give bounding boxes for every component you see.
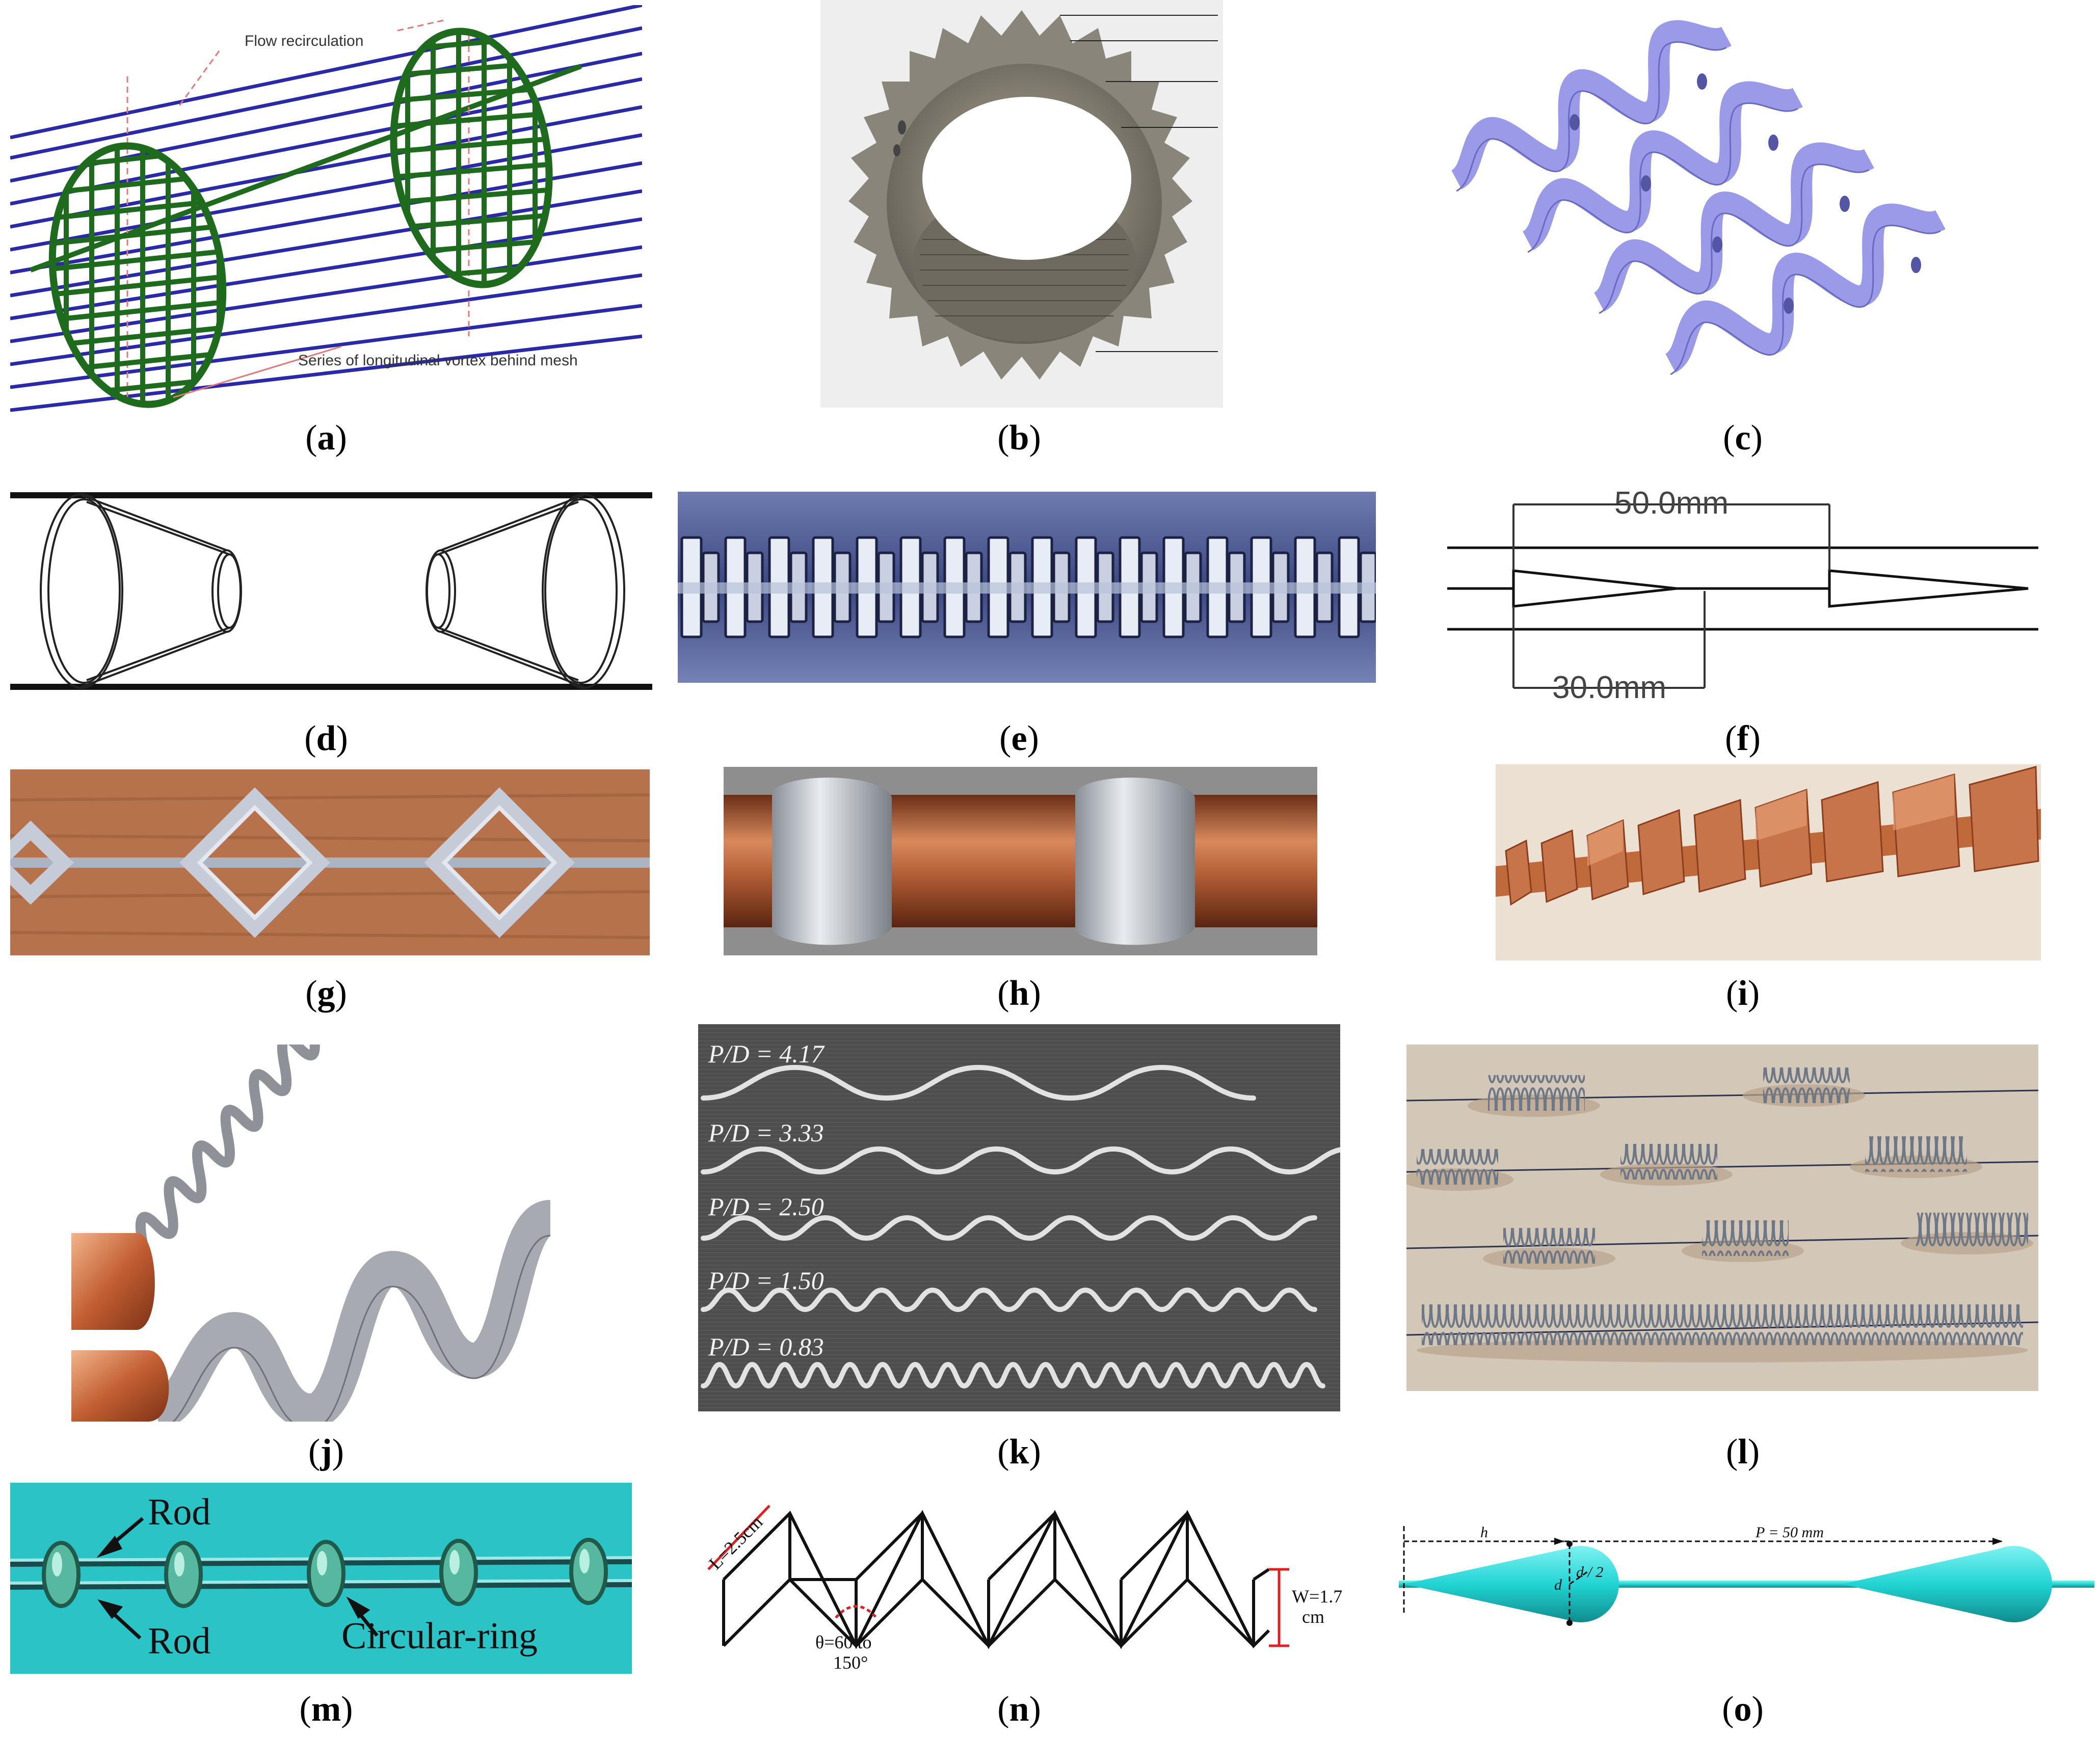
pitch-label: P = 50 mm xyxy=(1755,1524,1824,1541)
panel-c-twisted-tape-array xyxy=(1422,0,2043,408)
angle-label-line1: θ=60 to xyxy=(815,1632,872,1652)
twisted-tape-array xyxy=(1422,0,2043,403)
vortex-text: Series of longitudinal vortex behind mes… xyxy=(298,352,578,369)
rods-rings-photo: Rod Rod Circular-ring xyxy=(10,1483,632,1674)
caption-l: (l) xyxy=(1725,1432,1760,1472)
angle-label-line2: 150° xyxy=(833,1652,868,1673)
panel-h-copper-rod-cones xyxy=(724,767,1317,955)
caption-b: (b) xyxy=(997,418,1041,458)
panel-b-gear-ring xyxy=(820,0,1223,408)
caption-a: (a) xyxy=(305,418,347,458)
teardrop-inserts-render: h P = 50 mm d d / 2 xyxy=(1399,1524,2094,1626)
d-label: d xyxy=(1554,1576,1562,1593)
length-label: L=2.5cm xyxy=(705,1512,766,1573)
rod-label-top: Rod xyxy=(148,1491,210,1533)
caption-m: (m) xyxy=(299,1690,353,1729)
pd-label-2: P/D = 3.33 xyxy=(708,1118,824,1147)
pd-label-1: P/D = 4.17 xyxy=(708,1039,825,1068)
pd-label-4: P/D = 1.50 xyxy=(708,1266,824,1295)
perforated-tape-render xyxy=(678,492,1376,683)
panel-o-teardrop-inserts: h P = 50 mm d d / 2 xyxy=(1399,1521,2094,1659)
panel-d-conical-rings xyxy=(10,489,652,693)
caption-d: (d) xyxy=(304,719,348,758)
caption-f: (f) xyxy=(1725,719,1761,758)
panel-e-perforated-tape xyxy=(678,492,1376,683)
caption-k: (k) xyxy=(997,1432,1041,1472)
panel-n-zigzag-strip: L=2.5cm θ=60 to 150° W=1.7 cm xyxy=(688,1493,1361,1692)
d-half-label: d / 2 xyxy=(1576,1564,1603,1581)
mesh-insert-figure: Flow recirculation Series of longitudina… xyxy=(10,5,642,413)
dimension-50mm: 50.0mm xyxy=(1614,489,1729,521)
rod-label-bottom: Rod xyxy=(148,1620,210,1662)
caption-g: (g) xyxy=(305,974,347,1013)
copper-rod-cones-photo xyxy=(724,767,1317,955)
caption-c: (c) xyxy=(1723,418,1763,458)
zigzag-strip-drawing: L=2.5cm θ=60 to 150° W=1.7 cm xyxy=(705,1505,1342,1673)
panel-m-rods-rings: Rod Rod Circular-ring xyxy=(10,1483,632,1674)
diamond-inserts-photo xyxy=(10,769,650,955)
caption-j: (j) xyxy=(308,1432,344,1472)
circular-ring-label: Circular-ring xyxy=(341,1615,538,1657)
width-label-line1: W=1.7 xyxy=(1292,1586,1342,1607)
caption-n: (n) xyxy=(997,1690,1041,1729)
caption-i: (i) xyxy=(1725,974,1760,1013)
large-helix xyxy=(155,1200,553,1422)
conical-rings-drawing xyxy=(10,492,652,690)
wire-coils-photo: P/D = 4.17 P/D = 3.33 P/D = 2.50 P/D = 1… xyxy=(698,1024,1340,1411)
panel-g-diamond-inserts xyxy=(10,769,650,955)
dimension-30mm: 30.0mm xyxy=(1552,670,1666,703)
panel-f-cone-dimensions: 50.0mm 30.0mm xyxy=(1447,489,2038,703)
pd-label-5: P/D = 0.83 xyxy=(708,1332,824,1361)
caption-e: (e) xyxy=(999,719,1039,758)
h-label: h xyxy=(1480,1524,1488,1541)
panel-j-helical-tapes xyxy=(71,1045,586,1422)
flow-recirculation-text: Flow recirculation xyxy=(245,33,363,49)
gear-ring-photo xyxy=(820,0,1223,408)
panel-k-wire-coils: P/D = 4.17 P/D = 3.33 P/D = 2.50 P/D = 1… xyxy=(698,1024,1340,1411)
panel-i-copper-fins xyxy=(1496,764,2041,960)
pd-label-3: P/D = 2.50 xyxy=(708,1192,824,1221)
cone-dimension-drawing: 50.0mm 30.0mm xyxy=(1447,489,2038,703)
tape-strips xyxy=(1442,9,1955,390)
caption-o: (o) xyxy=(1722,1690,1764,1729)
small-helix xyxy=(135,1045,320,1244)
caption-h: (h) xyxy=(997,974,1041,1013)
coil-springs-photo xyxy=(1406,1045,2038,1391)
width-label-line2: cm xyxy=(1302,1607,1324,1627)
panel-a-mesh-insert: Flow recirculation Series of longitudina… xyxy=(10,5,642,413)
copper-fins-photo xyxy=(1496,764,2041,960)
panel-l-coil-springs xyxy=(1406,1045,2038,1391)
helical-tapes-render xyxy=(71,1045,553,1422)
